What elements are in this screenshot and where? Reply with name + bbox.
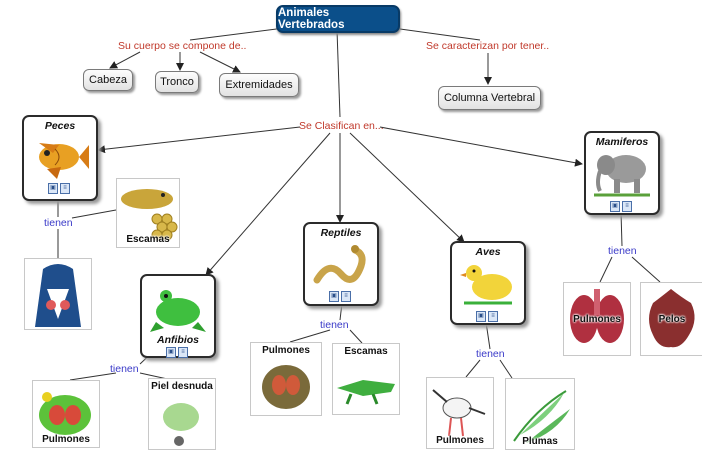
- pelt-illustration: [649, 289, 695, 348]
- link-tienen-fish: tienen: [44, 217, 73, 229]
- class-node-mammals[interactable]: Mamiferos ▣ ≡: [584, 131, 660, 215]
- reptile-lungs-picture[interactable]: Pulmones: [250, 342, 322, 416]
- skin-caption: Piel desnuda: [151, 381, 213, 392]
- link-tienen-mammals: tienen: [608, 245, 637, 257]
- frog-lungs-illustration: [39, 392, 91, 435]
- class-title: Peces: [44, 120, 76, 132]
- turtle-illustration: [262, 365, 310, 409]
- link-classified: Se Clasifican en...: [299, 120, 384, 132]
- crocodile-illustration: [337, 380, 395, 405]
- root-node[interactable]: Animales Vertebrados: [276, 5, 400, 33]
- image-resource-icon[interactable]: ▣: [166, 347, 176, 358]
- lungs-caption: Pulmones: [262, 345, 310, 356]
- document-resource-icon[interactable]: ≡: [60, 183, 70, 194]
- image-resource-icon[interactable]: ▣: [329, 291, 339, 302]
- node-cabeza[interactable]: Cabeza: [83, 69, 133, 91]
- amphibian-lungs-picture[interactable]: Pulmones: [32, 380, 100, 448]
- class-title: Reptiles: [320, 227, 362, 239]
- class-node-fish[interactable]: Peces ▣ ≡: [22, 115, 98, 201]
- gills-illustration: [35, 264, 81, 327]
- node-columna-vertebral[interactable]: Columna Vertebral: [438, 86, 541, 110]
- duckling-illustration: [460, 265, 512, 305]
- lungs-caption: Pulmones: [42, 434, 90, 445]
- stork-illustration: [432, 389, 486, 437]
- node-tronco[interactable]: Tronco: [155, 71, 199, 93]
- document-resource-icon[interactable]: ≡: [622, 201, 632, 212]
- scales-caption: Escamas: [126, 234, 170, 245]
- link-tienen-birds: tienen: [476, 348, 505, 360]
- bird-lungs-picture[interactable]: Pulmones: [426, 377, 494, 449]
- bird-feathers-picture[interactable]: Plumas: [505, 378, 575, 450]
- class-title: Aves: [475, 246, 501, 258]
- feathers-illustration: [513, 390, 570, 443]
- reptile-scales-picture[interactable]: Escamas: [332, 343, 400, 415]
- document-resource-icon[interactable]: ≡: [178, 347, 188, 358]
- class-title: Mamiferos: [595, 136, 649, 148]
- frog-skin-illustration: [163, 403, 199, 446]
- mammal-lungs-picture[interactable]: Pulmones: [563, 282, 631, 356]
- lungs-caption: Pulmones: [573, 314, 621, 325]
- class-node-amphibians[interactable]: Anfibios ▣ ≡: [140, 274, 216, 358]
- hair-caption: Pelos: [658, 314, 686, 325]
- node-extremidades[interactable]: Extremidades: [219, 73, 299, 97]
- link-body-composed: Su cuerpo se compone de..: [118, 40, 247, 52]
- mammal-hair-picture[interactable]: Pelos: [640, 282, 702, 356]
- fish-lungs-picture[interactable]: [24, 258, 92, 330]
- lungs-caption: Pulmones: [436, 435, 484, 446]
- class-node-reptiles[interactable]: Reptiles ▣ ≡: [303, 222, 379, 306]
- document-resource-icon[interactable]: ≡: [488, 311, 498, 322]
- link-tienen-reptiles: tienen: [320, 319, 349, 331]
- link-characterized: Se caracterizan por tener..: [426, 40, 550, 52]
- fish-scales-picture[interactable]: Escamas: [116, 178, 180, 248]
- scales-illustration: [121, 189, 178, 241]
- feathers-caption: Plumas: [522, 436, 558, 447]
- document-resource-icon[interactable]: ≡: [341, 291, 351, 302]
- link-tienen-amphibians: tienen: [110, 363, 139, 375]
- image-resource-icon[interactable]: ▣: [476, 311, 486, 322]
- elephant-illustration: [594, 155, 650, 197]
- scales-caption: Escamas: [344, 346, 388, 357]
- mammal-lungs-illustration: [570, 289, 624, 343]
- class-node-birds[interactable]: Aves ▣ ≡: [450, 241, 526, 325]
- frog-illustration: [150, 290, 206, 332]
- image-resource-icon[interactable]: ▣: [610, 201, 620, 212]
- image-resource-icon[interactable]: ▣: [48, 183, 58, 194]
- class-title: Anfibios: [157, 334, 199, 346]
- snake-illustration: [313, 245, 366, 284]
- fish-illustration: [39, 143, 89, 179]
- amphibian-skin-picture[interactable]: Piel desnuda: [148, 378, 216, 450]
